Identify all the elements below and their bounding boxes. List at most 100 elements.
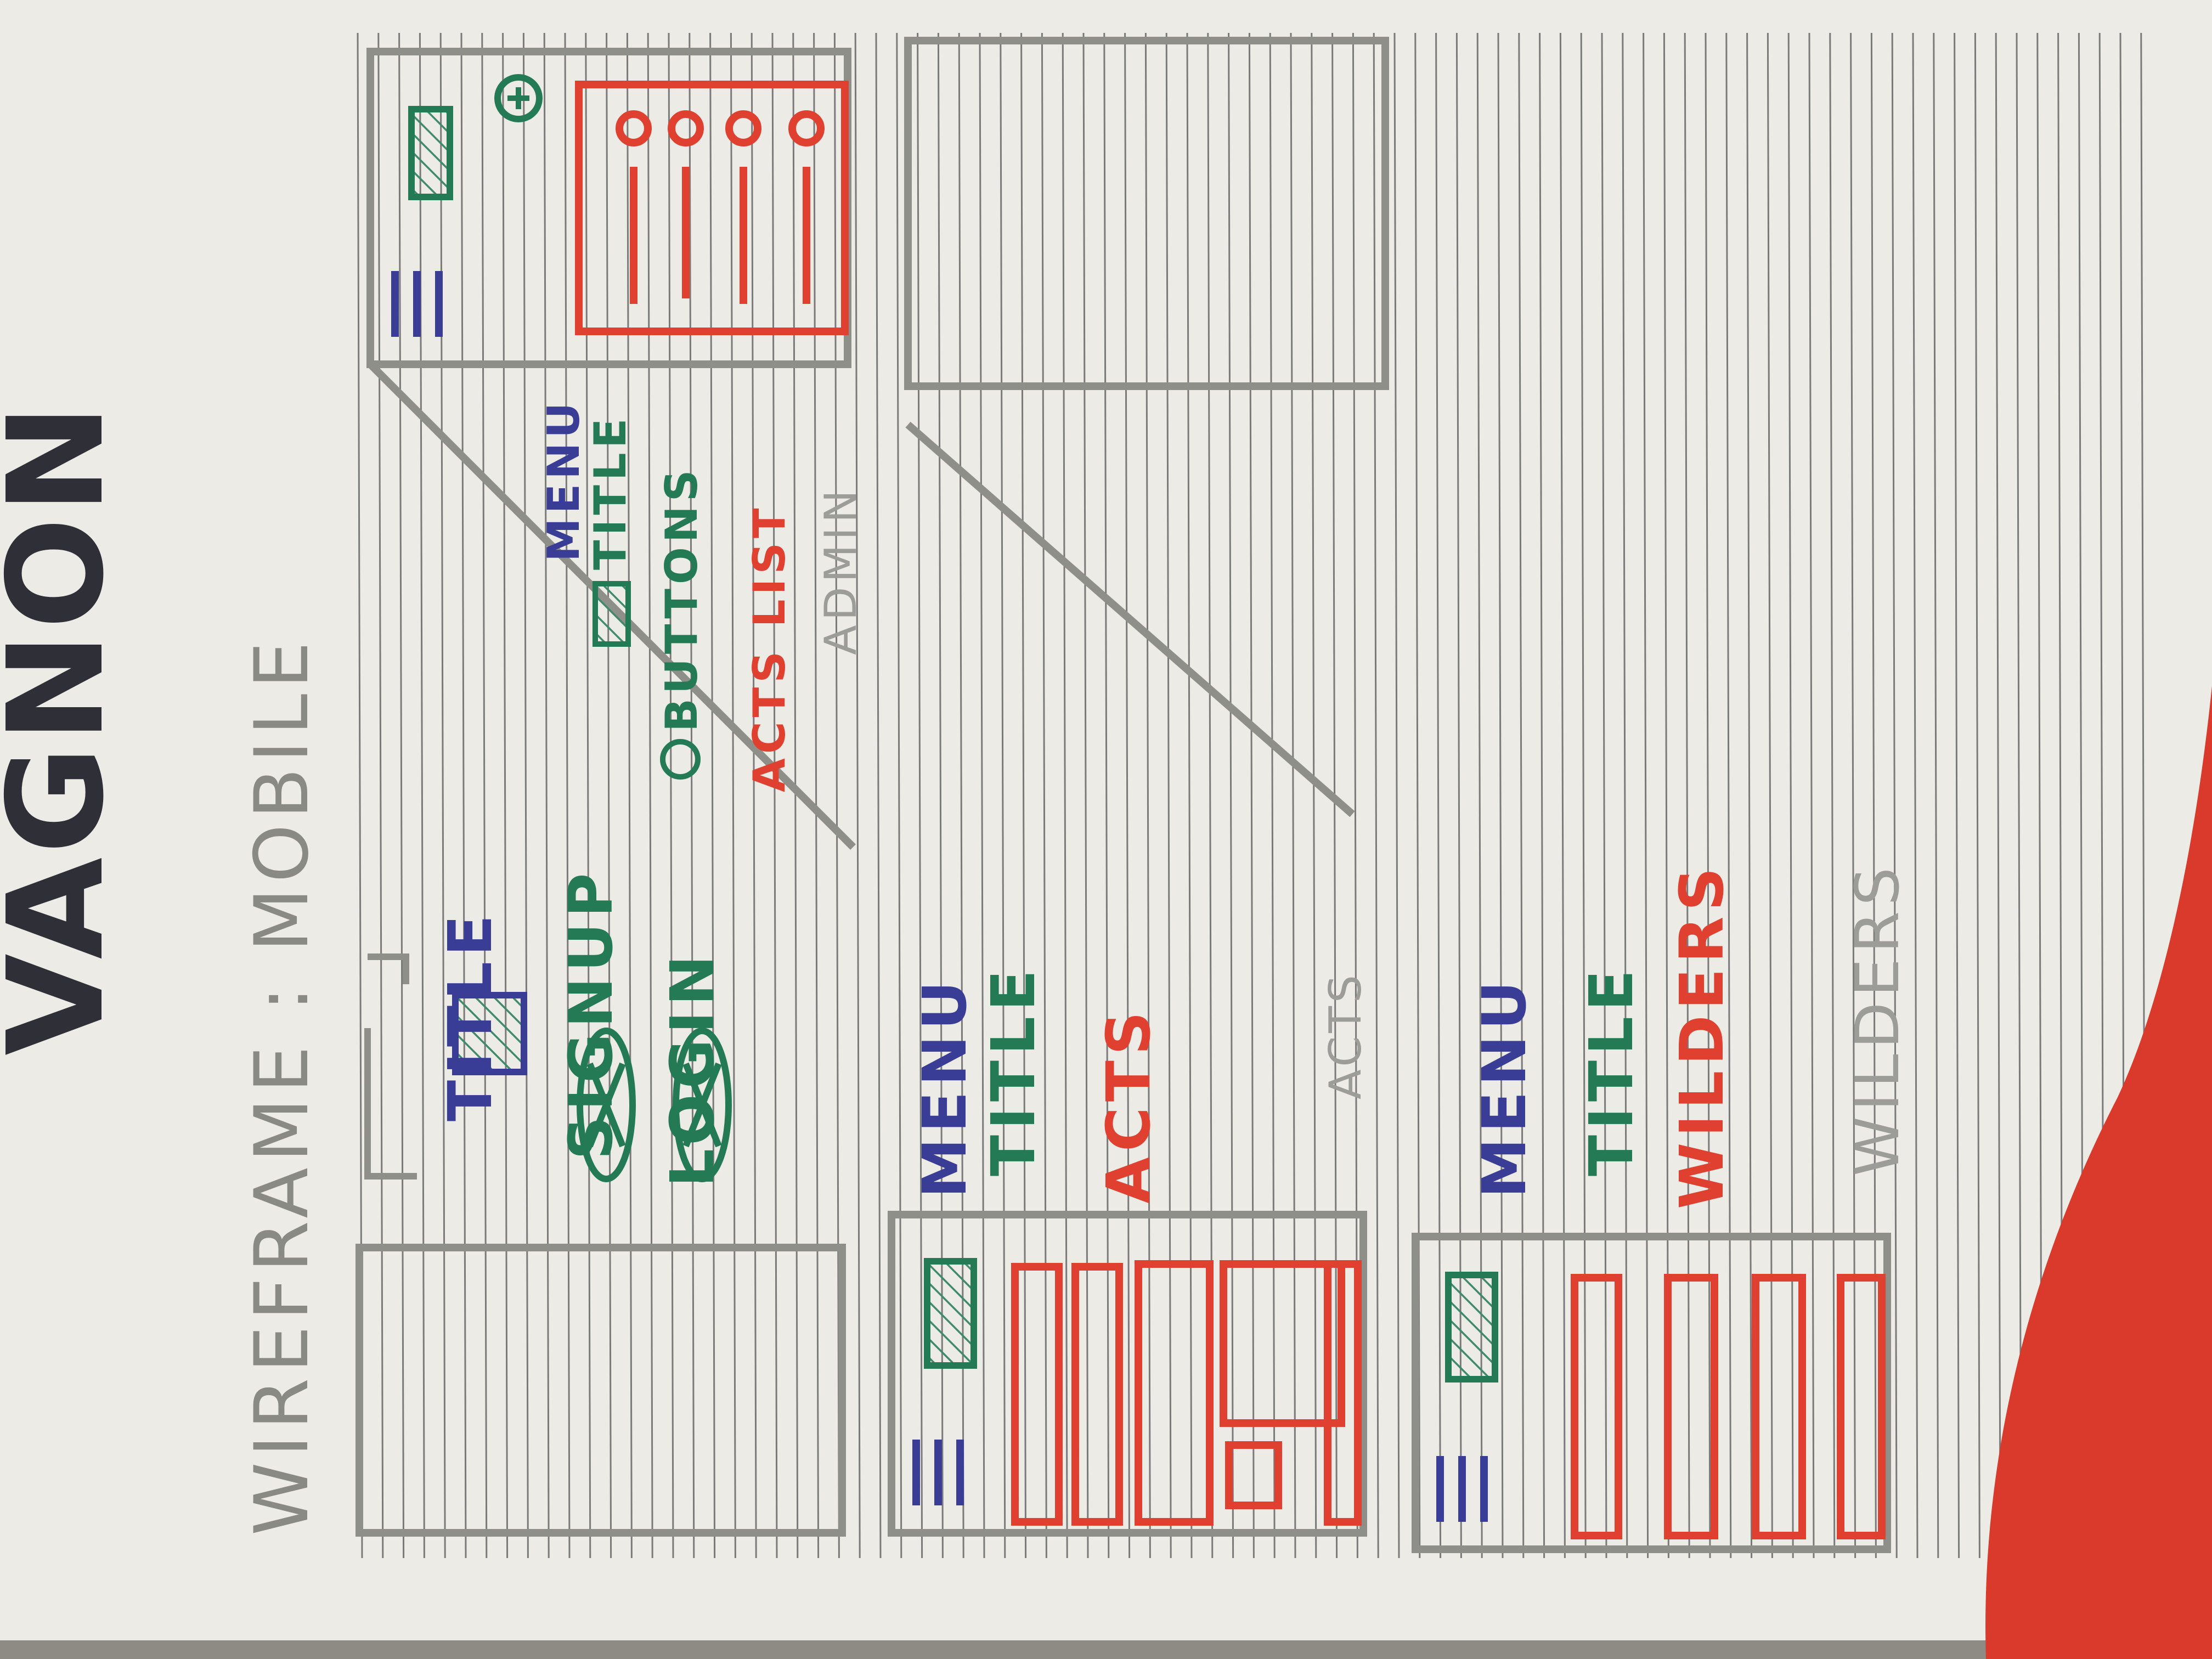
ruled-line xyxy=(1580,32,1587,1559)
home-buttons-swatch xyxy=(660,739,701,780)
ruled-line xyxy=(1684,32,1690,1559)
lp-label-mark xyxy=(364,953,417,1180)
ruled-line xyxy=(1041,32,1047,1559)
divider-stroke-2 xyxy=(905,421,1355,817)
home-legend-menu: MENU xyxy=(538,398,589,562)
screen-lp-frame xyxy=(356,992,846,1537)
ruled-line xyxy=(647,32,653,1559)
home-legend-title: TITLE xyxy=(585,414,636,570)
acts-legend-menu: MENU xyxy=(910,975,980,1198)
ruled-line xyxy=(1269,32,1276,1559)
ruled-line xyxy=(1912,32,1918,1559)
ruled-line xyxy=(1995,32,2001,1559)
ruled-line xyxy=(1435,32,1442,1559)
ruled-line xyxy=(1144,32,1151,1559)
ruled-line xyxy=(1601,32,1607,1559)
ruled-line xyxy=(668,32,674,1559)
ruled-line xyxy=(751,32,757,1559)
ruled-line xyxy=(585,32,591,1559)
ruled-line xyxy=(1186,32,1193,1559)
ruled-line xyxy=(1559,32,1566,1559)
ruled-line xyxy=(896,32,902,1559)
table-edge xyxy=(0,1640,2212,1659)
ruled-line xyxy=(813,32,820,1559)
ruled-line xyxy=(1311,32,1317,1559)
ruled-line xyxy=(979,32,985,1559)
ruled-line xyxy=(1103,32,1110,1559)
ruled-line xyxy=(1829,32,1836,1559)
acts-legend-acts: ACTS xyxy=(1093,1006,1164,1204)
ruled-line xyxy=(626,32,633,1559)
ruled-line xyxy=(1000,32,1006,1559)
ruled-line xyxy=(1850,32,1857,1559)
ruled-line xyxy=(1954,32,1960,1559)
ruled-line xyxy=(564,32,571,1559)
ruled-line xyxy=(1518,32,1525,1559)
screen-wilders-frame xyxy=(1412,1233,1891,1553)
ruled-line xyxy=(1746,32,1753,1559)
wilders-legend-title: TITLE xyxy=(1576,964,1646,1176)
ruled-line xyxy=(606,32,612,1559)
ruled-lines xyxy=(357,32,2147,1559)
ruled-line xyxy=(1124,32,1131,1559)
ruled-line xyxy=(730,32,736,1559)
ruled-line xyxy=(1891,32,1898,1559)
ruled-line xyxy=(1165,32,1172,1559)
rotated-sheet: VAGNON WIREFRAME : MOBILE LP TITLE SIGNU… xyxy=(0,37,1912,1553)
wilders-legend-menu: MENU xyxy=(1469,975,1539,1198)
lp-legend-signup: SIGNUP xyxy=(556,868,626,1160)
ruled-line xyxy=(1373,32,1379,1559)
ruled-line xyxy=(771,32,778,1559)
home-title-swatch xyxy=(592,581,631,647)
ruled-line xyxy=(917,32,923,1559)
ruled-line xyxy=(1248,32,1255,1559)
ruled-line xyxy=(1725,32,1732,1559)
screen-label-acts: ACTS xyxy=(1320,972,1371,1099)
screen-home-frame xyxy=(366,48,851,368)
ruled-line xyxy=(854,32,861,1559)
ruled-line xyxy=(1808,32,1815,1559)
ruled-line xyxy=(1974,32,1980,1559)
ruled-line xyxy=(502,32,509,1559)
ruled-line xyxy=(1393,32,1400,1559)
ruled-line xyxy=(1290,32,1296,1559)
ruled-line xyxy=(1062,32,1068,1559)
logo-text: VAGNON xyxy=(0,400,133,1056)
ruled-line xyxy=(2016,32,2022,1559)
ruled-line xyxy=(460,32,467,1559)
ruled-line xyxy=(543,32,550,1559)
ruled-line xyxy=(481,32,488,1559)
home-legend-admin: ADMIN xyxy=(815,486,866,655)
ruled-line xyxy=(522,32,529,1559)
screen-empty-frame xyxy=(904,37,1389,390)
ruled-line xyxy=(1643,32,1649,1559)
ruled-line xyxy=(1705,32,1711,1559)
ruled-line xyxy=(1497,32,1504,1559)
ruled-line xyxy=(1020,32,1027,1559)
home-legend-acts-list: ACTS LIST xyxy=(744,504,795,792)
ruled-line xyxy=(1787,32,1794,1559)
ruled-line xyxy=(1870,32,1877,1559)
lp-legend-login: LOGIN xyxy=(657,950,727,1187)
ruled-line xyxy=(1933,32,1939,1559)
ruled-line xyxy=(1622,32,1628,1559)
ruled-line xyxy=(398,32,405,1559)
ruled-line xyxy=(1082,32,1089,1559)
ruled-line xyxy=(1767,32,1773,1559)
home-legend-buttons: BUTTONS xyxy=(656,466,707,732)
ruled-line xyxy=(1228,32,1234,1559)
ruled-line xyxy=(792,32,799,1559)
ruled-line xyxy=(377,32,384,1559)
wilders-legend-wilders: WILDERS xyxy=(1667,862,1737,1209)
corner-decoration xyxy=(1985,686,2212,1659)
acts-legend-title: TITLE xyxy=(978,964,1048,1176)
lp-legend-title: TITLE xyxy=(435,910,505,1121)
ruled-line xyxy=(875,32,882,1559)
ruled-line xyxy=(1539,32,1545,1559)
ruled-line xyxy=(709,32,716,1559)
ruled-line xyxy=(689,32,695,1559)
page-heading: WIREFRAME : MOBILE xyxy=(239,636,325,1536)
screen-label-wilders: WILDERS xyxy=(1842,862,1912,1176)
screen-acts-frame xyxy=(888,1211,1367,1537)
